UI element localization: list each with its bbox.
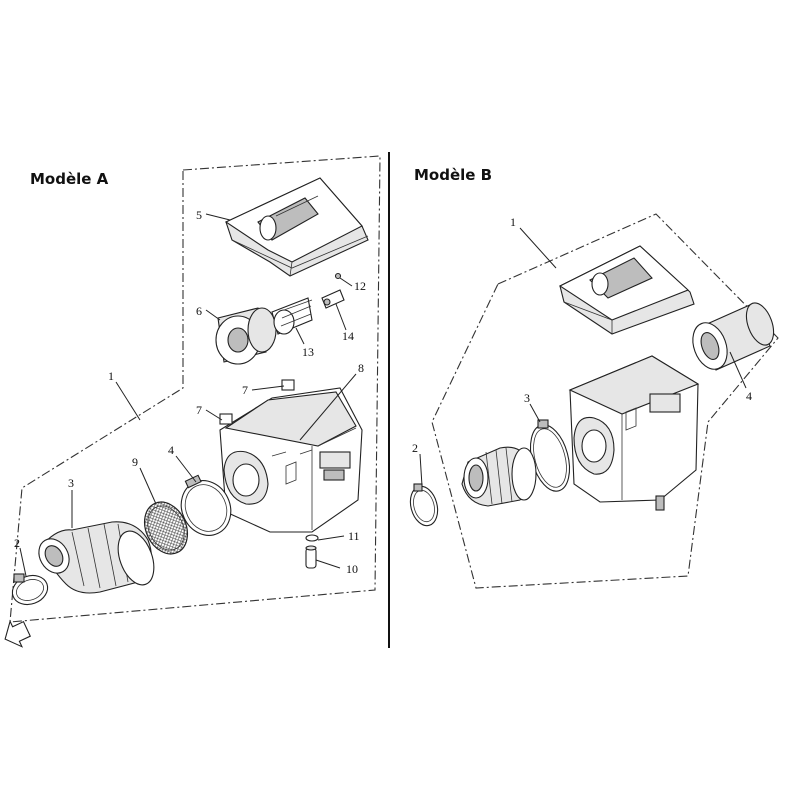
part-12-screw bbox=[334, 272, 353, 287]
part-10-drain-tube bbox=[305, 545, 317, 569]
callout-a-14: 14 bbox=[342, 329, 354, 343]
part-b-2-hose-clamp bbox=[409, 483, 439, 527]
part-2-hose-clamp bbox=[11, 573, 49, 606]
panel-b-assembly-boundary bbox=[431, 213, 779, 589]
front-direction-arrow-icon bbox=[4, 619, 31, 648]
callout-b-4: 4 bbox=[746, 389, 752, 403]
part-b-airbox-body bbox=[568, 355, 700, 511]
part-3-intake-duct bbox=[38, 521, 155, 594]
part-5-airbox-lid bbox=[224, 177, 369, 277]
panel-b-leader-lines bbox=[419, 227, 747, 487]
callout-a-9: 9 bbox=[132, 455, 138, 469]
panel-b-title: Modèle B bbox=[414, 166, 492, 184]
callout-a-11: 11 bbox=[348, 529, 360, 543]
callout-a-12: 12 bbox=[354, 279, 366, 293]
part-11-drain-clip bbox=[305, 534, 319, 542]
part-b-4-filter-element bbox=[692, 302, 775, 371]
callout-a-13: 13 bbox=[302, 345, 314, 359]
part-4-band-clamp bbox=[180, 474, 232, 536]
panel-a-assembly-boundary bbox=[9, 155, 381, 623]
part-9-mesh-screen bbox=[143, 501, 189, 555]
part-14-clip bbox=[321, 289, 347, 331]
panel-a-title: Modèle A bbox=[30, 170, 109, 188]
part-b-intake-duct bbox=[461, 446, 537, 507]
part-7-clip-left bbox=[219, 413, 233, 425]
callout-a-2: 2 bbox=[14, 536, 20, 550]
callout-a-7-upper: 7 bbox=[242, 383, 248, 397]
callout-a-7-left: 7 bbox=[196, 403, 202, 417]
part-b-1-airbox-lid bbox=[558, 245, 695, 335]
callout-b-2: 2 bbox=[412, 441, 418, 455]
callout-a-1: 1 bbox=[108, 369, 114, 383]
callout-a-4: 4 bbox=[168, 443, 174, 457]
callout-b-1: 1 bbox=[510, 215, 516, 229]
part-b-3-band-clamp bbox=[529, 419, 571, 492]
callout-a-6: 6 bbox=[196, 304, 202, 318]
callout-a-8: 8 bbox=[358, 361, 364, 375]
part-7-clip-upper bbox=[281, 379, 295, 391]
panel-a-leader-lines bbox=[19, 213, 357, 577]
part-6-filter-element bbox=[215, 307, 277, 365]
part-13-filter-cage bbox=[271, 297, 313, 345]
callout-a-10: 10 bbox=[346, 562, 358, 576]
callout-a-3: 3 bbox=[68, 476, 74, 490]
part-8-airbox-body bbox=[219, 387, 363, 533]
callout-b-3: 3 bbox=[524, 391, 530, 405]
callout-a-5: 5 bbox=[196, 208, 202, 222]
